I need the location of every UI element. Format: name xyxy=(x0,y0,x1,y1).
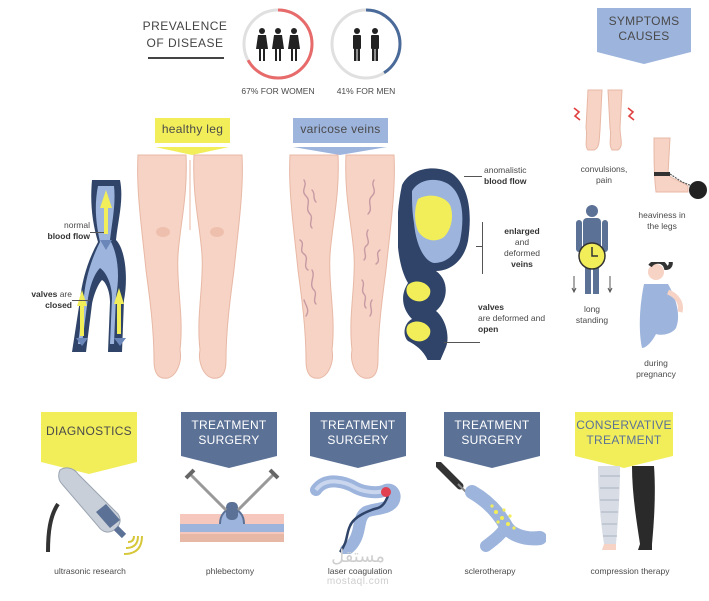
caption-phlebectomy: phlebectomy xyxy=(205,566,255,576)
varicose-veins-tag: varicose veins xyxy=(293,118,388,155)
valves-closed-pointer xyxy=(72,300,90,301)
long-standing-icon xyxy=(571,205,613,294)
laser-coagulation-icon xyxy=(310,475,401,554)
valves-deformed-open-label: valves are deformed and open xyxy=(478,302,546,334)
varicose-vein-diagram xyxy=(398,168,470,360)
convulsions-legs-icon xyxy=(573,89,635,151)
enlarged-veins-label: enlarged and deformed veins xyxy=(504,226,540,269)
watermark-latin: mostaql.com xyxy=(326,576,390,587)
men-percent-label: 41% FOR MEN xyxy=(336,86,396,96)
healthy-legs-illustration xyxy=(137,154,243,379)
phlebectomy-icon xyxy=(180,468,284,542)
varicose-legs-illustration xyxy=(289,154,395,379)
watermark-arabic: مستقل xyxy=(331,546,385,567)
normal-blood-flow-label: normal blood flow xyxy=(47,220,91,241)
prevalence-underline xyxy=(148,57,224,59)
pregnant-woman-icon xyxy=(639,262,683,348)
ultrasound-probe-icon xyxy=(46,467,143,555)
caption-ultrasonic-research: ultrasonic research xyxy=(54,566,126,576)
healthy-vein-diagram xyxy=(72,180,126,352)
caption-compression-therapy: compression therapy xyxy=(590,566,670,576)
valves-closed-label: valves are closed xyxy=(31,289,72,310)
valves-open-pointer xyxy=(444,342,480,343)
symptoms-causes-banner: SYMPTOMS CAUSES xyxy=(597,8,691,64)
men-icons xyxy=(353,28,379,61)
ball-and-chain-leg-icon xyxy=(653,137,707,199)
enlarged-bracket xyxy=(482,222,483,274)
healthy-leg-tag: healthy leg xyxy=(155,118,230,155)
compression-stocking-icon xyxy=(598,466,655,550)
treatment-banner-diagnostics: DIAGNOSTICS xyxy=(41,412,137,474)
sclerotherapy-icon xyxy=(436,462,546,552)
women-ring-chart xyxy=(242,8,314,80)
prevalence-title: PREVALENCE OF DISEASE xyxy=(142,19,228,50)
women-percent-label: 67% FOR WOMEN xyxy=(241,86,315,96)
women-icons xyxy=(256,28,300,61)
caption-sclerotherapy: sclerotherapy xyxy=(464,566,516,576)
normal-flow-pointer xyxy=(90,232,104,233)
anomalistic-pointer xyxy=(464,176,482,177)
anomalistic-blood-flow-label: anomalistic blood flow xyxy=(484,165,527,186)
enlarged-bracket-tick xyxy=(476,246,482,247)
cause-convulsions-label: convulsions,pain xyxy=(580,164,628,185)
men-ring-chart xyxy=(330,8,402,80)
caption-laser-coagulation: laser coagulation xyxy=(327,566,393,576)
